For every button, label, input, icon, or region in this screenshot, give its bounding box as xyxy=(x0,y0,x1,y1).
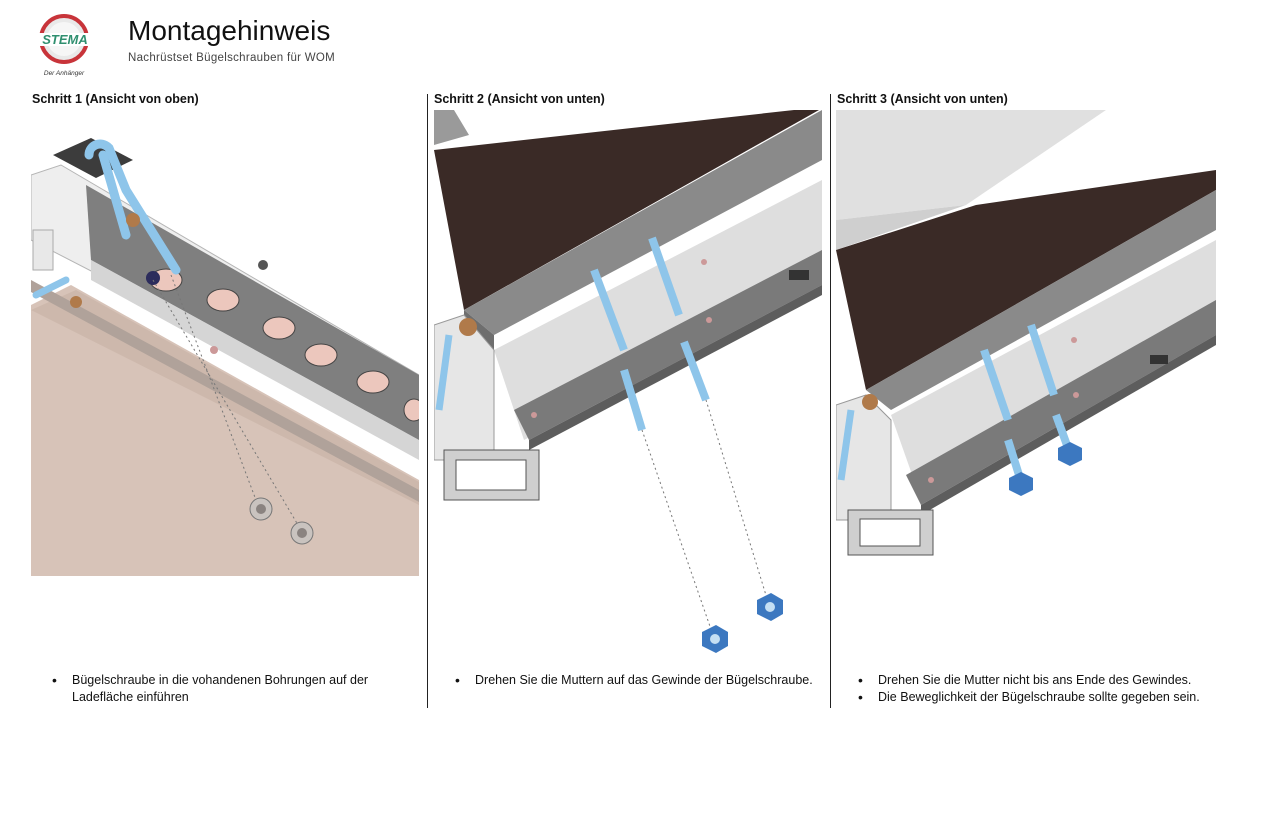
list-item: Drehen Sie die Mutter nicht bis ans Ende… xyxy=(858,672,1238,689)
step-3-instructions: Drehen Sie die Mutter nicht bis ans Ende… xyxy=(858,672,1238,706)
logo-tagline: Der Anhänger xyxy=(44,70,85,77)
step-2-illustration xyxy=(434,110,822,660)
list-item: Drehen Sie die Muttern auf das Gewinde d… xyxy=(455,672,825,689)
step-3-illustration xyxy=(836,110,1216,578)
column-divider xyxy=(830,94,831,708)
logo-wordmark: STEMA xyxy=(42,32,88,47)
step-1-heading: Schritt 1 (Ansicht von oben) xyxy=(32,92,199,106)
page-title: Montagehinweis xyxy=(128,15,331,46)
step-1-instructions: Bügelschraube in die vohandenen Bohrunge… xyxy=(52,672,392,706)
step-2-heading: Schritt 2 (Ansicht von unten) xyxy=(434,92,605,106)
column-divider xyxy=(427,94,428,708)
list-item: Die Beweglichkeit der Bügelschraube soll… xyxy=(858,689,1238,706)
list-item: Bügelschraube in die vohandenen Bohrunge… xyxy=(52,672,392,706)
step-1-illustration xyxy=(31,110,419,576)
page-subtitle: Nachrüstset Bügelschrauben für WOM xyxy=(128,52,336,64)
step-3-heading: Schritt 3 (Ansicht von unten) xyxy=(837,92,1008,106)
step-2-instructions: Drehen Sie die Muttern auf das Gewinde d… xyxy=(455,672,825,689)
stema-logo: STEMA Der Anhänger xyxy=(30,12,100,78)
